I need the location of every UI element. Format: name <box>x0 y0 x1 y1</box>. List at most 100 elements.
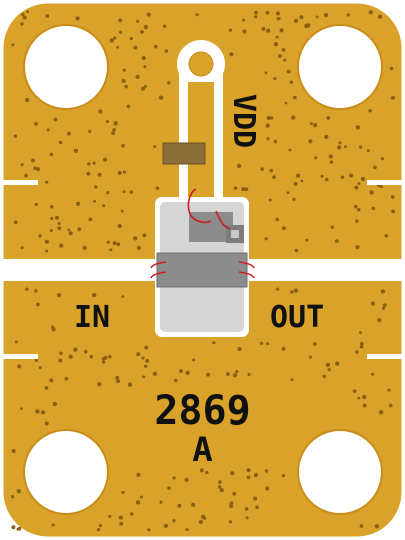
via-dot <box>241 187 246 192</box>
via-dot <box>352 389 357 394</box>
mounting-hole-top-right <box>297 24 383 110</box>
via-dot <box>45 249 49 253</box>
via-dot <box>49 204 54 209</box>
via-dot <box>225 372 230 376</box>
via-dot <box>275 217 280 222</box>
via-dot <box>34 122 38 126</box>
via-dot <box>57 221 61 226</box>
via-dot <box>264 469 269 473</box>
bond-wire-input-1 <box>150 261 167 269</box>
via-dot <box>242 29 247 34</box>
via-dot <box>50 216 54 221</box>
mounting-hole-bottom-left <box>23 429 109 515</box>
via-dot <box>108 355 112 359</box>
via-dot <box>219 487 224 493</box>
via-dot <box>309 122 313 126</box>
via-dot <box>199 468 204 473</box>
via-dot <box>26 10 30 14</box>
via-dot <box>118 30 123 35</box>
via-dot <box>82 245 87 251</box>
via-dot <box>327 368 331 372</box>
vdd-pad-hole <box>188 51 214 77</box>
via-dot <box>112 128 116 132</box>
via-dot <box>366 149 370 153</box>
via-dot <box>283 58 287 62</box>
via-dot <box>371 206 376 211</box>
edge-mark-right-lower <box>367 354 405 359</box>
via-dot <box>38 366 42 370</box>
via-dot <box>155 186 160 190</box>
via-dot <box>109 248 113 252</box>
edge-mark-left-upper <box>0 180 38 185</box>
via-dot <box>390 195 395 199</box>
via-dot <box>129 37 133 41</box>
via-dot <box>129 190 134 194</box>
via-dot <box>51 325 55 329</box>
via-dot <box>93 199 97 203</box>
via-dot <box>52 401 58 407</box>
via-dot <box>247 372 251 376</box>
mounting-hole-top-left <box>23 24 109 110</box>
via-dot <box>136 352 141 357</box>
via-dot <box>121 295 125 298</box>
via-dot <box>31 158 36 163</box>
via-dot <box>158 95 164 100</box>
via-dot <box>112 241 117 246</box>
via-dot <box>378 410 384 415</box>
via-dot <box>384 234 389 238</box>
via-dot <box>236 163 242 169</box>
via-dot <box>136 472 141 477</box>
via-dot <box>146 12 151 17</box>
via-dot <box>245 516 249 520</box>
via-dot <box>281 47 286 52</box>
via-dot <box>293 288 299 293</box>
via-dot <box>229 503 234 509</box>
via-dot <box>57 226 62 231</box>
via-dot <box>242 18 246 22</box>
via-dot <box>118 515 123 520</box>
via-dot <box>89 354 94 359</box>
via-dot <box>34 358 39 363</box>
via-dot <box>143 24 149 30</box>
via-dot <box>141 356 145 360</box>
via-dot <box>88 129 92 133</box>
via-dot <box>255 505 259 510</box>
via-dot <box>270 116 274 120</box>
via-dot <box>88 217 93 222</box>
via-dot <box>55 215 59 220</box>
via-dot <box>305 238 309 242</box>
via-dot <box>185 528 189 532</box>
via-dot <box>83 349 88 354</box>
via-dot <box>206 372 211 377</box>
via-dot <box>293 181 298 186</box>
via-dot <box>106 240 110 244</box>
via-dot <box>296 173 301 178</box>
via-dot <box>254 15 258 19</box>
via-dot <box>34 202 39 207</box>
via-dot <box>113 121 118 126</box>
via-dot <box>172 476 176 480</box>
via-dot <box>322 374 326 379</box>
revision-label: A <box>192 430 213 470</box>
via-dot <box>355 219 359 223</box>
via-dot <box>44 421 49 426</box>
via-dot <box>354 204 358 209</box>
via-dot <box>355 125 361 130</box>
via-dot <box>14 340 18 344</box>
via-dot <box>12 449 16 453</box>
via-dot <box>379 185 383 189</box>
mounting-hole-bottom-right <box>297 429 383 515</box>
vdd-label: VDD <box>226 93 261 149</box>
via-dot <box>195 13 199 17</box>
bias-die-pad <box>231 230 239 238</box>
via-dot <box>24 173 28 178</box>
via-dot <box>246 468 251 473</box>
via-dot <box>34 289 38 293</box>
via-dot <box>22 15 27 20</box>
via-dot <box>314 156 318 160</box>
via-dot <box>334 239 339 243</box>
via-dot <box>35 167 40 172</box>
via-dot <box>264 71 268 75</box>
bond-wire-output-2 <box>238 271 255 279</box>
via-dot <box>268 198 272 202</box>
